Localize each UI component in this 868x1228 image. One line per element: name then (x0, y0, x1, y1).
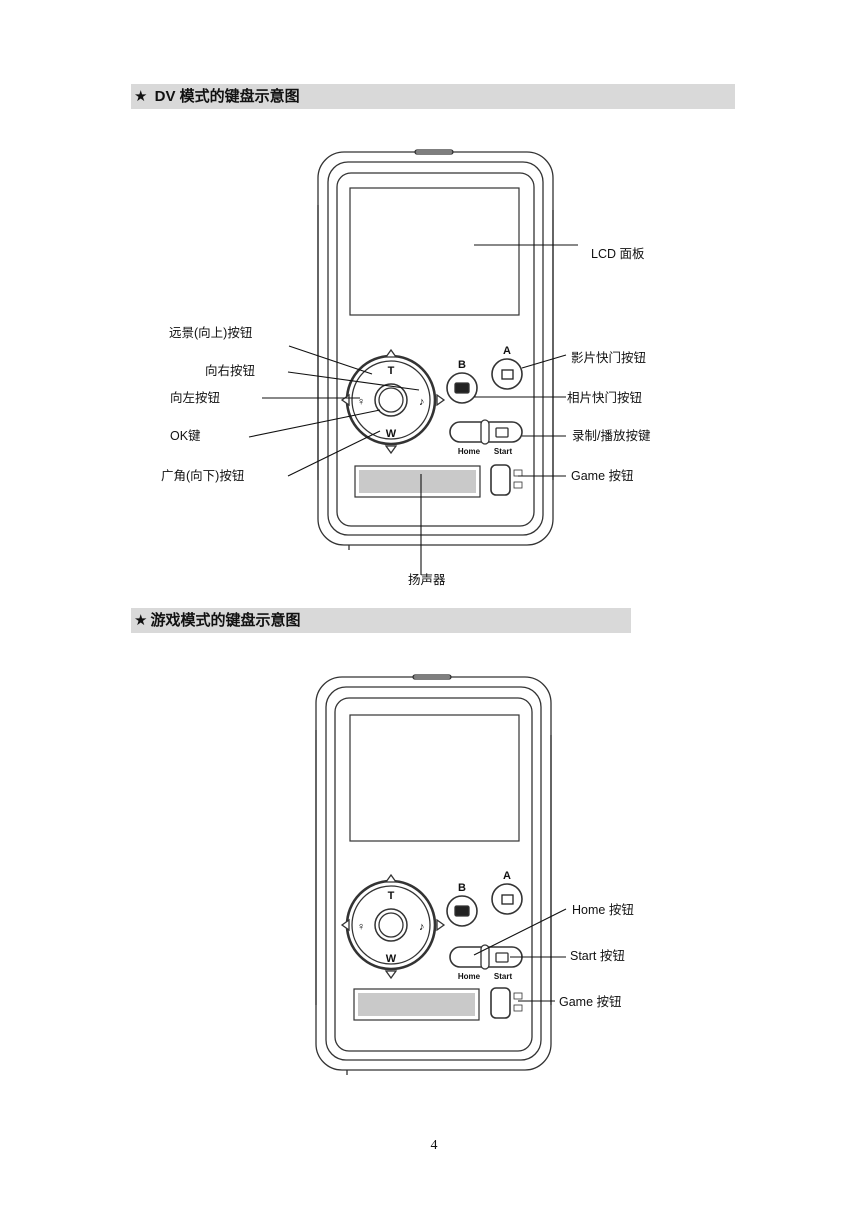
section-title-text: DV 模式的键盘示意图 (150, 88, 300, 105)
a-button-label: A (503, 870, 511, 882)
ok-button (374, 908, 408, 942)
b-button (446, 895, 478, 927)
game-button (490, 987, 511, 1019)
label-speaker: 扬声器 (408, 573, 446, 587)
music-icon: ♪ (419, 396, 425, 408)
b-button (446, 372, 478, 404)
home-caption: Home (458, 972, 481, 981)
lcd-screen (349, 187, 520, 316)
dpad-w-label: W (386, 428, 397, 440)
music-icon: ♪ (419, 921, 425, 933)
label-tele-button: 远景(向上)按钮 (169, 326, 253, 340)
page-number: 4 (430, 1138, 438, 1153)
dpad-t-label: T (388, 890, 395, 902)
label-left-button: 向左按钮 (170, 391, 221, 405)
speaker-grill (354, 465, 481, 498)
a-button (491, 883, 523, 915)
label-right-button: 向右按钮 (205, 364, 256, 378)
home-caption: Home (458, 447, 481, 456)
label-photo-shutter: 相片快门按钮 (567, 391, 643, 405)
a-button-label: A (503, 345, 511, 357)
label-game-button-2: Game 按钮 (559, 995, 622, 1009)
label-record-play: 录制/播放按键 (572, 429, 651, 443)
a-button (491, 358, 523, 390)
ok-button (374, 383, 408, 417)
label-start-button: Start 按钮 (570, 949, 625, 963)
speaker-grill (353, 988, 480, 1021)
label-video-shutter: 影片快门按钮 (571, 351, 647, 365)
b-button-label: B (458, 882, 466, 894)
label-home-button: Home 按钮 (572, 903, 634, 917)
section-title-text: 游戏模式的键盘示意图 (150, 612, 301, 629)
game-button (490, 464, 511, 496)
label-lcd-panel: LCD 面板 (591, 247, 645, 261)
section-title-game-mode: ★游戏模式的键盘示意图 (131, 608, 631, 633)
start-caption: Start (494, 447, 513, 456)
label-wide-button: 广角(向下)按钮 (161, 469, 245, 483)
label-ok-key: OK键 (170, 429, 201, 443)
mic-icon: ♀ (357, 921, 365, 933)
section-title-dv-mode: ★ DV 模式的键盘示意图 (131, 84, 735, 109)
device-diagram-dv: T W B A Home Start ♀ ♪ (248, 149, 578, 575)
b-button-label: B (458, 359, 466, 371)
device-diagram-game: T W B A Home Start ♀ ♪ (315, 674, 567, 1075)
label-game-button: Game 按钮 (571, 469, 634, 483)
dpad-w-label: W (386, 953, 397, 965)
dpad-t-label: T (388, 365, 395, 377)
star-icon: ★ (134, 612, 148, 629)
star-icon: ★ (134, 88, 148, 105)
lcd-screen (349, 714, 520, 842)
mic-icon: ♀ (357, 396, 365, 408)
start-caption: Start (494, 972, 513, 981)
